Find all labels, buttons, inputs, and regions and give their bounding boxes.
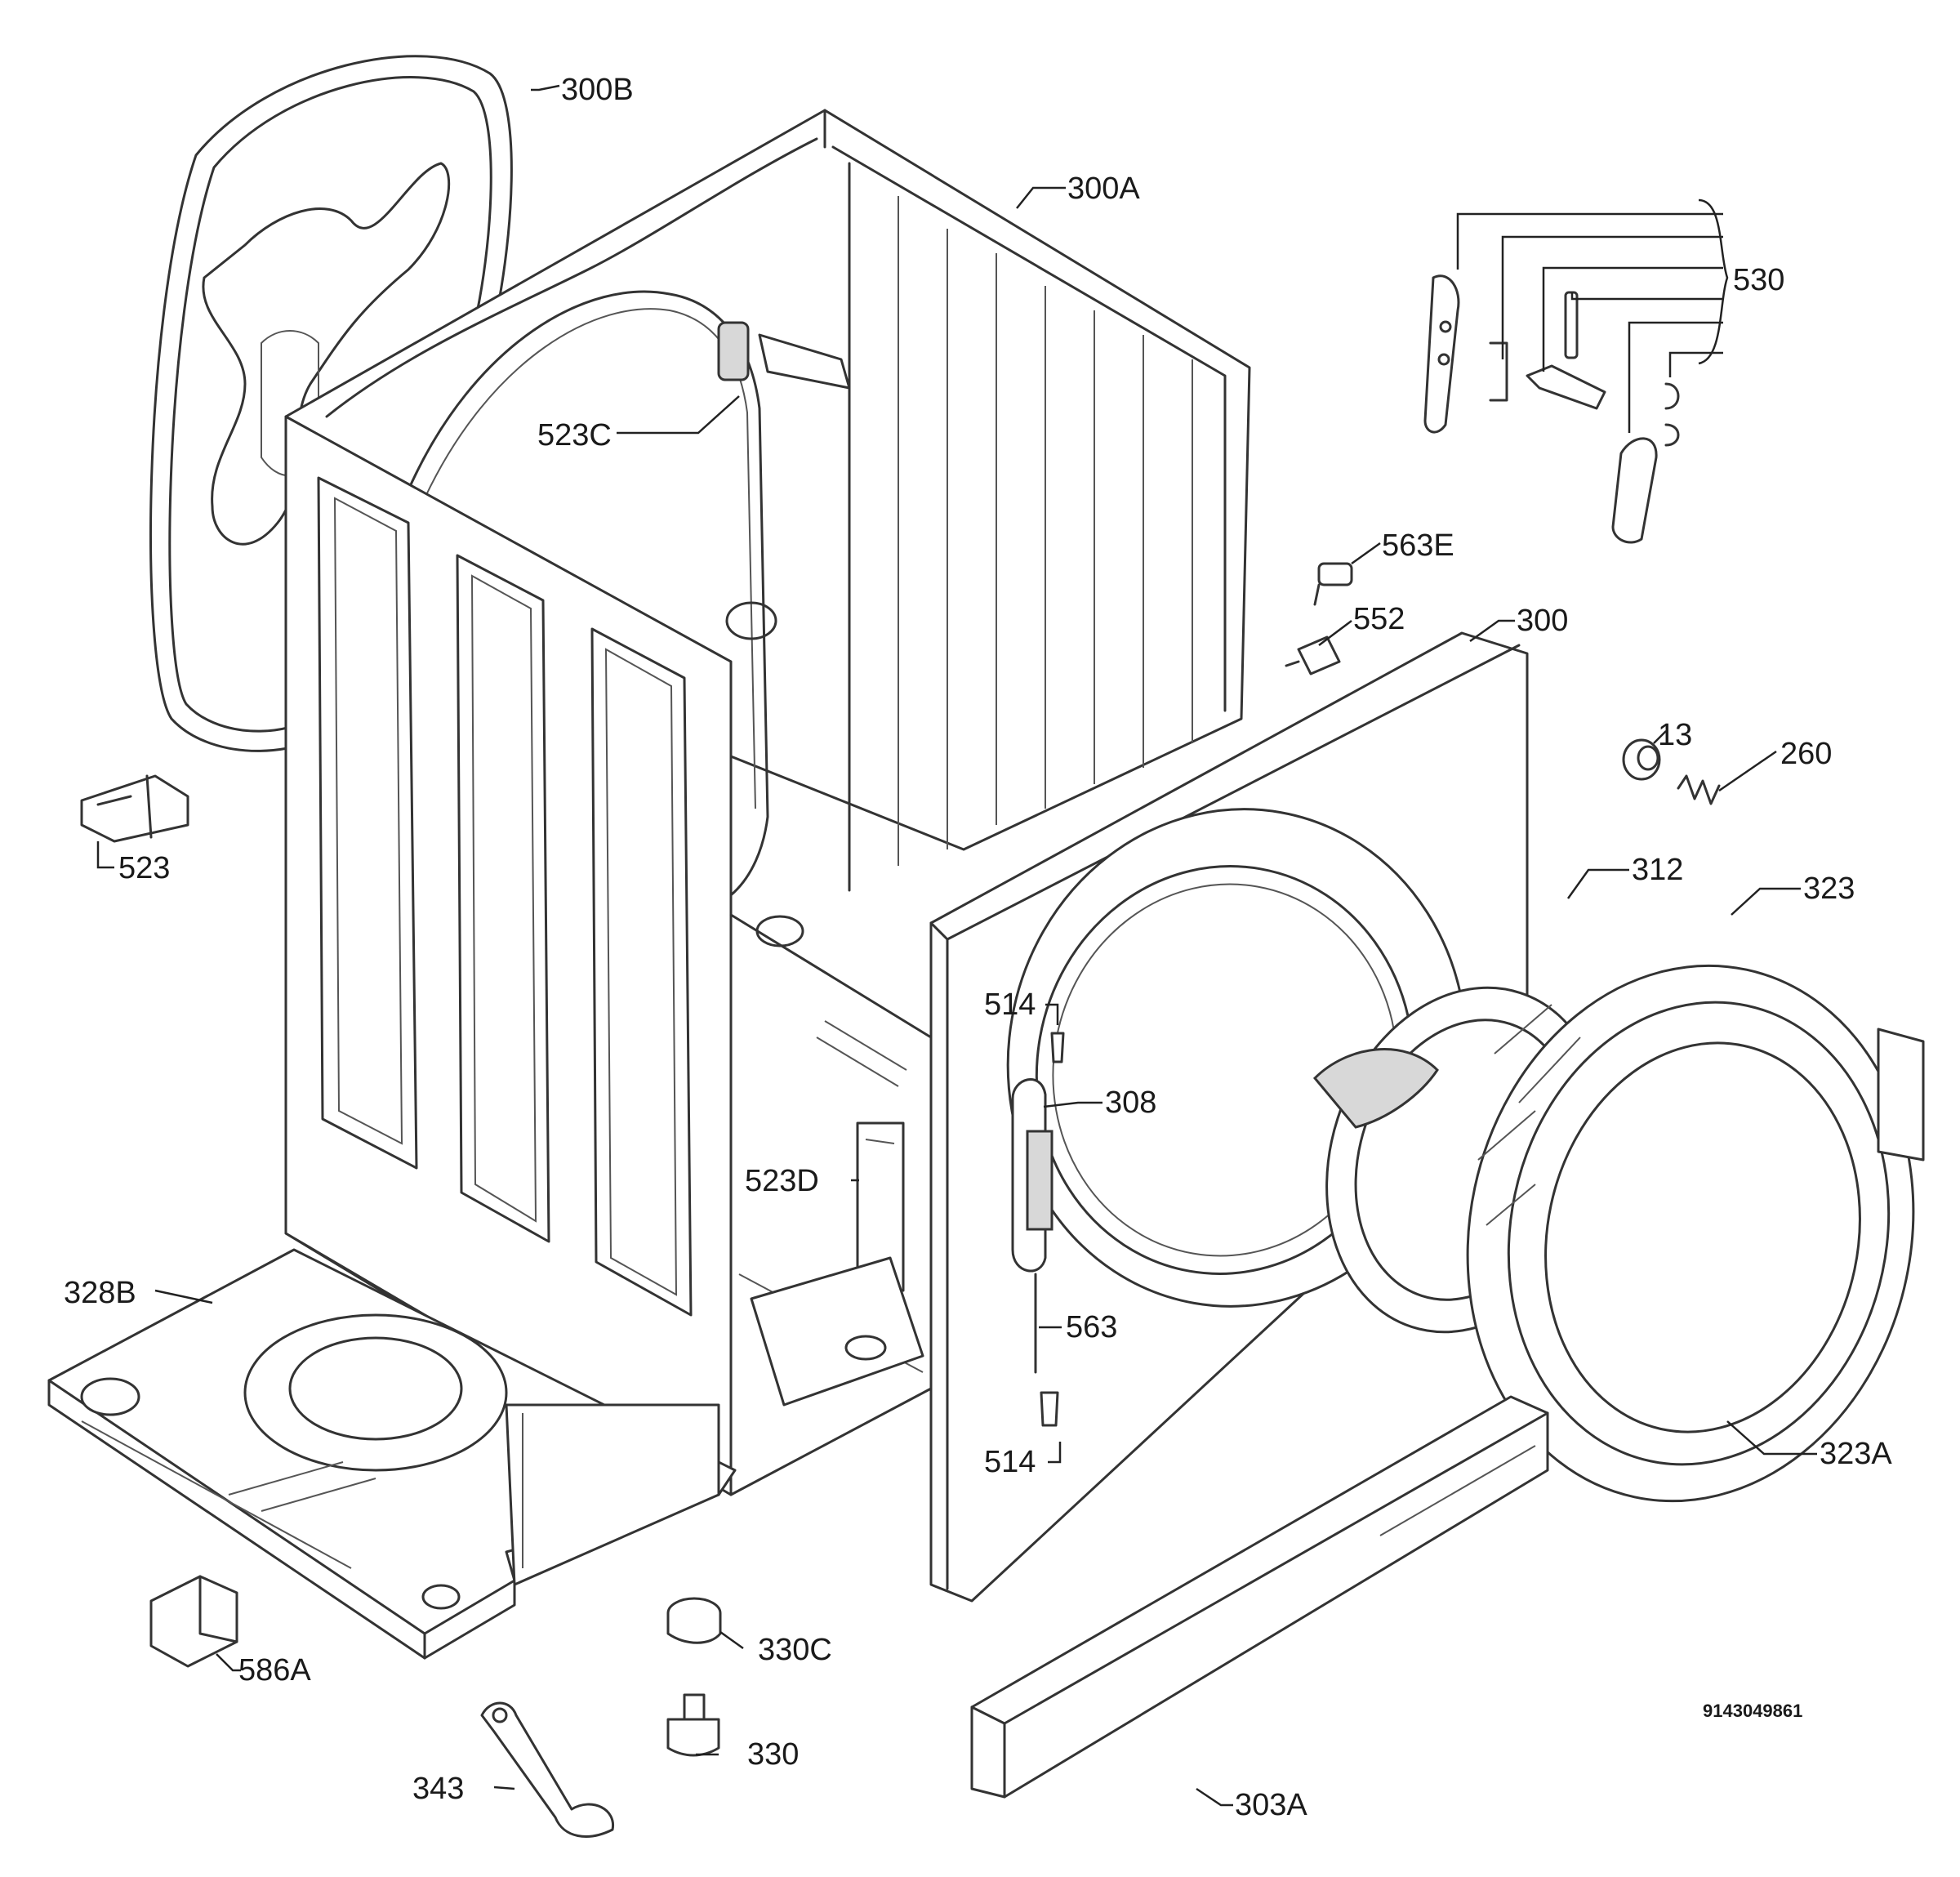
label-330C: 330C (758, 1633, 832, 1667)
part-303A-control-panel (970, 1395, 1549, 1799)
part-300A-cabinet (284, 109, 1251, 1496)
label-514-top: 514 (984, 988, 1036, 1022)
leader-lines (96, 84, 1817, 1807)
label-300B: 300B (561, 73, 634, 107)
part-552 (1285, 635, 1341, 675)
label-300: 300 (1517, 604, 1568, 638)
label-523D: 523D (745, 1164, 819, 1198)
part-labels: 300B 300A 530 523C 563E 552 300 13 260 5… (64, 73, 1892, 1822)
part-13-bushing (1622, 738, 1661, 781)
label-323: 323 (1803, 872, 1855, 906)
label-323A: 323A (1820, 1437, 1892, 1471)
label-303A: 303A (1235, 1788, 1307, 1822)
label-563: 563 (1066, 1310, 1117, 1344)
part-300-front-panel (929, 631, 1529, 1603)
part-260-spring (1677, 774, 1721, 805)
label-514-bottom: 514 (984, 1445, 1036, 1479)
label-523: 523 (118, 851, 170, 885)
part-523-bracket (80, 774, 189, 843)
label-330: 330 (747, 1737, 799, 1772)
part-530-lock-kit (1423, 274, 1680, 544)
label-563E: 563E (1382, 528, 1454, 563)
part-343-wrench (480, 1701, 614, 1838)
label-260: 260 (1780, 737, 1832, 771)
part-330C-foot-nut (666, 1597, 722, 1644)
label-300A: 300A (1067, 172, 1140, 206)
label-13: 13 (1658, 718, 1692, 752)
part-323-door-frame (1466, 964, 1925, 1503)
label-586A: 586A (238, 1653, 311, 1688)
label-308: 308 (1105, 1086, 1156, 1120)
label-328B: 328B (64, 1276, 136, 1310)
part-586A (149, 1575, 238, 1668)
label-530: 530 (1733, 263, 1784, 297)
document-number: 9143049861 (1703, 1701, 1802, 1721)
part-328B-base-plate (47, 1248, 737, 1660)
label-343: 343 (412, 1772, 464, 1806)
part-563E (1313, 562, 1353, 606)
label-312: 312 (1632, 853, 1683, 887)
part-330-foot (666, 1693, 720, 1757)
label-552: 552 (1353, 602, 1405, 636)
label-523C: 523C (537, 418, 612, 453)
